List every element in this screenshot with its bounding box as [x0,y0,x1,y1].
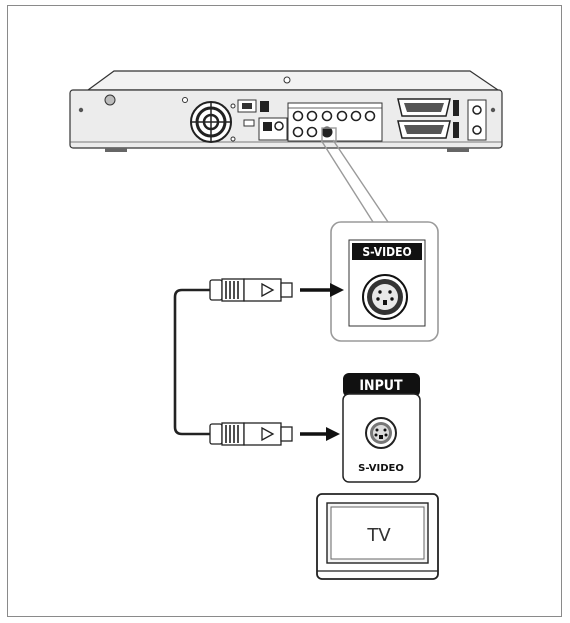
recorder-jack-label: S-VIDEO [362,245,411,259]
s-video-cable [173,288,212,436]
tv-input-header: INPUT [359,378,403,394]
arrow-to-tv-icon [300,427,340,441]
tv-input-panel: INPUT S-VIDEO [342,373,421,483]
scart-connectors [397,98,459,139]
s-video-plug-bottom [209,422,293,446]
tv-screen-label: TV [366,525,391,546]
dvd-recorder-rear-panel [69,70,503,152]
tv-jack-label: S-VIDEO [358,463,404,474]
s-video-plug-top [209,278,293,302]
fan-grille [190,101,232,143]
arrow-to-recorder-icon [300,283,344,297]
tv-s-video-jack-icon [365,417,397,449]
tv-set: TV [316,493,439,580]
zoom-callout-lines [320,127,389,223]
s-video-jack-icon [362,274,408,320]
recorder-s-video-zoom-panel: S-VIDEO [330,221,439,342]
